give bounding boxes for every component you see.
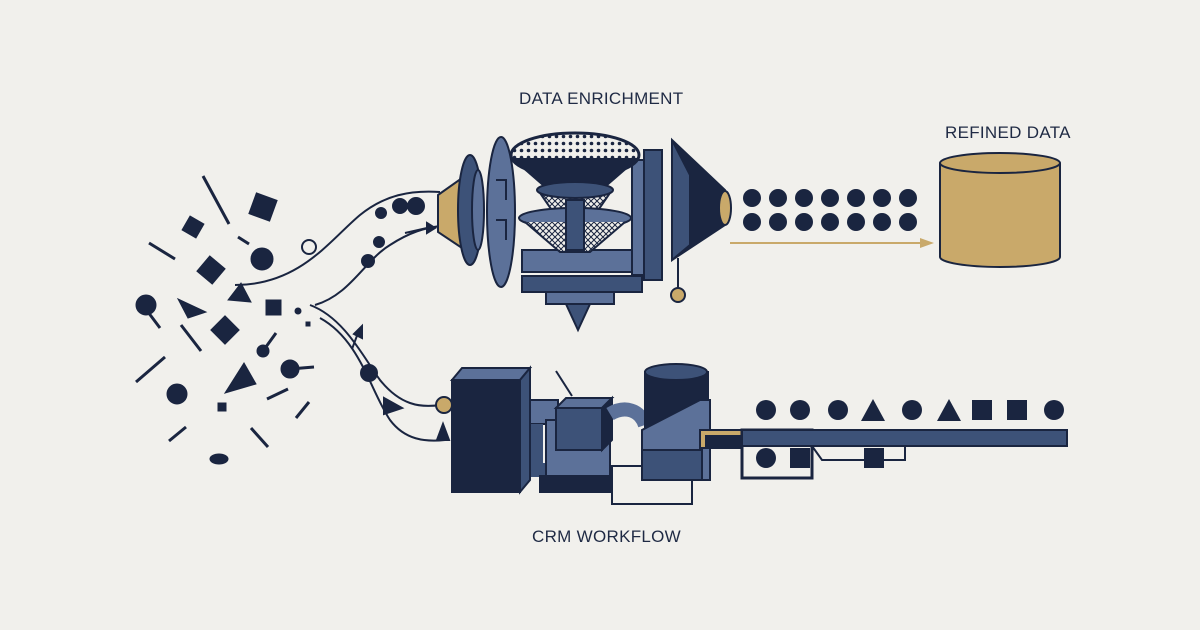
data-enrichment-label: DATA ENRICHMENT — [519, 89, 684, 108]
refined-output-dots — [743, 189, 917, 231]
refined-arrow — [730, 238, 934, 248]
data-enrichment-machine — [437, 131, 732, 333]
refined-data-database — [939, 152, 1061, 268]
refined-data-label: REFINED DATA — [945, 123, 1071, 142]
crm-output-track — [811, 445, 906, 461]
crm-workflow-label: CRM WORKFLOW — [532, 527, 682, 546]
raw-data-scatter — [135, 175, 317, 465]
crm-workflow-machine — [449, 363, 1068, 505]
crm-output-shapes — [756, 399, 1064, 468]
enrichment-input-stream — [234, 190, 441, 306]
crm-input-stream — [309, 304, 453, 442]
